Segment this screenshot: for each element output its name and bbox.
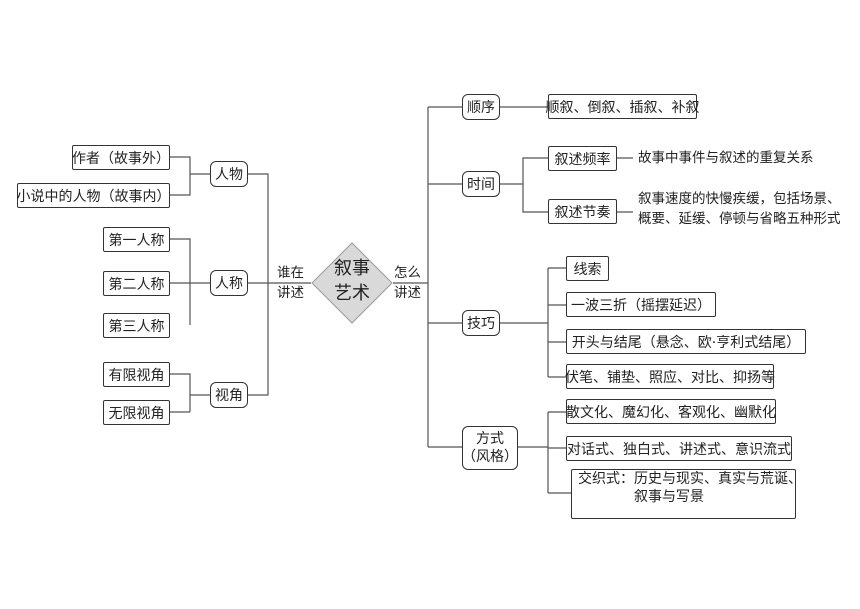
leaf-interwoven-line1: 交织式：历史与现实、真实与荒诞、: [578, 471, 802, 487]
leaf-order-types: 顺叙、倒叙、插叙、补叙: [546, 94, 700, 119]
desc-narrative-rhythm-line2: 概要、延缓、停顿与省略五种形式: [638, 211, 841, 227]
node-narrative-frequency: 叙述频率: [548, 146, 617, 171]
leaf-author: 作者（故事外）: [72, 145, 170, 170]
leaf-twists: 一波三折（摇摆延迟）: [566, 292, 716, 317]
leaf-omniscient-perspective: 无限视角: [103, 400, 170, 425]
desc-narrative-rhythm: 叙事速度的快慢疾缓，包括场景、 概要、延缓、停顿与省略五种形式: [638, 189, 841, 229]
center-title-line1: 叙事: [334, 258, 370, 279]
leaf-interwoven-line2: 叙事与写景: [634, 489, 704, 505]
node-style-line2: （风格）: [462, 449, 518, 465]
node-technique: 技巧: [462, 310, 500, 336]
leaf-dialogue-styles: 对话式、独白式、讲述式、意识流式: [566, 436, 792, 461]
right-connector-line2: 讲述: [394, 285, 421, 301]
leaf-clue: 线索: [566, 256, 609, 281]
node-style: 方式 （风格）: [462, 426, 518, 470]
leaf-prose-styles: 散文化、魔幻化、客观化、幽默化: [566, 399, 776, 424]
leaf-opening-ending: 开头与结尾（悬念、欧·亨利式结尾）: [566, 329, 806, 354]
node-time: 时间: [462, 171, 500, 197]
left-connector-line2: 讲述: [277, 285, 304, 301]
center-title-line2: 艺术: [334, 283, 370, 304]
left-connector-label: 谁在 讲述: [277, 263, 304, 303]
leaf-character-in-story: 小说中的人物（故事内）: [17, 183, 171, 208]
node-perspective: 视角: [210, 382, 248, 408]
node-style-line1: 方式: [476, 431, 504, 447]
leaf-interwoven-styles: 交织式：历史与现实、真实与荒诞、 叙事与写景: [571, 469, 802, 519]
node-narrative-rhythm: 叙述节奏: [548, 199, 617, 224]
desc-narrative-rhythm-line1: 叙事速度的快慢疾缓，包括场景、: [638, 191, 841, 207]
desc-narrative-frequency: 故事中事件与叙述的重复关系: [638, 150, 814, 166]
node-person: 人称: [210, 270, 248, 296]
leaf-limited-perspective: 有限视角: [103, 362, 170, 387]
center-diamond: [311, 242, 393, 324]
leaf-second-person: 第二人称: [103, 271, 170, 296]
center-title: 叙事 艺术: [323, 256, 381, 306]
node-character: 人物: [210, 161, 248, 187]
leaf-third-person: 第三人称: [103, 313, 170, 338]
leaf-first-person: 第一人称: [103, 227, 170, 252]
right-connector-label: 怎么 讲述: [394, 263, 421, 303]
node-order: 顺序: [462, 94, 500, 120]
left-connector-line1: 谁在: [277, 265, 304, 281]
right-connector-line1: 怎么: [394, 265, 421, 281]
leaf-foreshadowing: 伏笔、铺垫、照应、对比、抑扬等: [565, 364, 775, 389]
